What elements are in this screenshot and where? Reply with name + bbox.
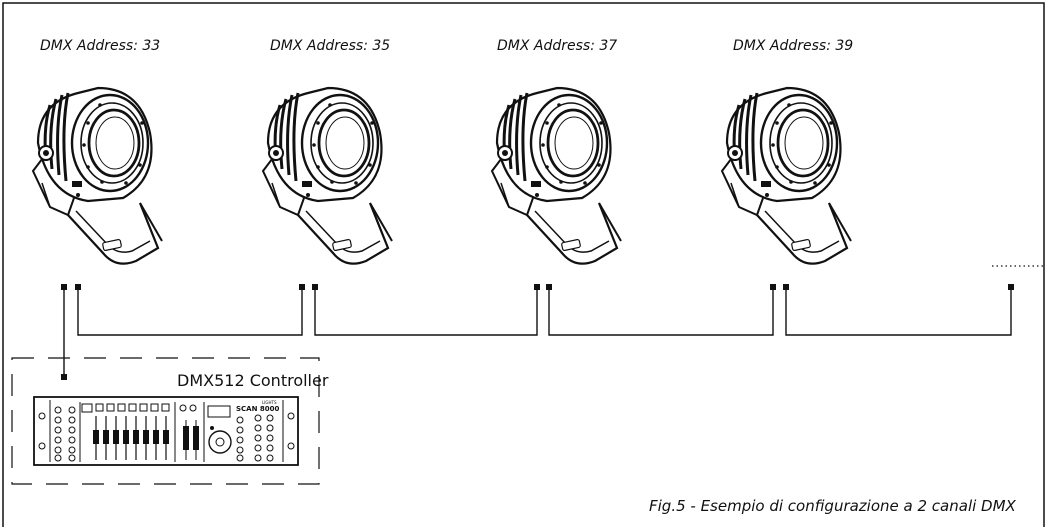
fixture-3	[490, 86, 623, 266]
controller-brand-sub: LIGHTS	[262, 400, 277, 405]
controller-brand: SCAN 8000	[236, 405, 280, 413]
figure-caption: Fig.5 - Esempio di configurazione a 2 ca…	[649, 497, 1016, 515]
controller-enclosure	[11, 357, 320, 485]
fixture-1	[31, 86, 164, 266]
dmx-controller-device: SCAN 8000 LIGHTS	[33, 396, 299, 466]
fixture-1-address-label: DMX Address: 33	[40, 38, 161, 54]
cable-connectors	[61, 284, 1014, 380]
fixture-3-address-label: DMX Address: 37	[497, 38, 618, 54]
fixture-4-address-label: DMX Address: 39	[733, 38, 854, 54]
fixture-2-address-label: DMX Address: 35	[270, 38, 391, 54]
fixture-2	[261, 86, 394, 266]
dmx-cable-chain	[63, 287, 1012, 377]
controller-label: DMX512 Controller	[177, 371, 329, 390]
fixture-4	[720, 86, 853, 266]
